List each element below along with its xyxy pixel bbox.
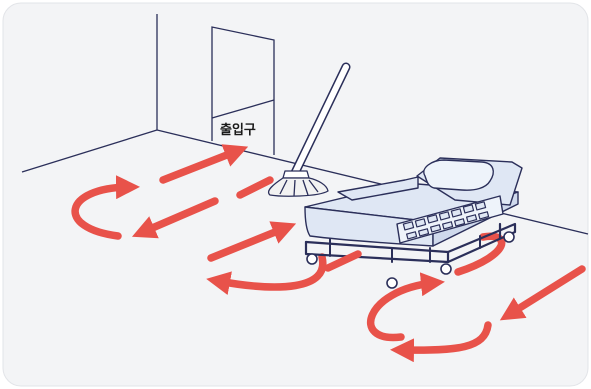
entrance-label: 출입구 [220,122,256,138]
bed-pillow [424,160,493,190]
